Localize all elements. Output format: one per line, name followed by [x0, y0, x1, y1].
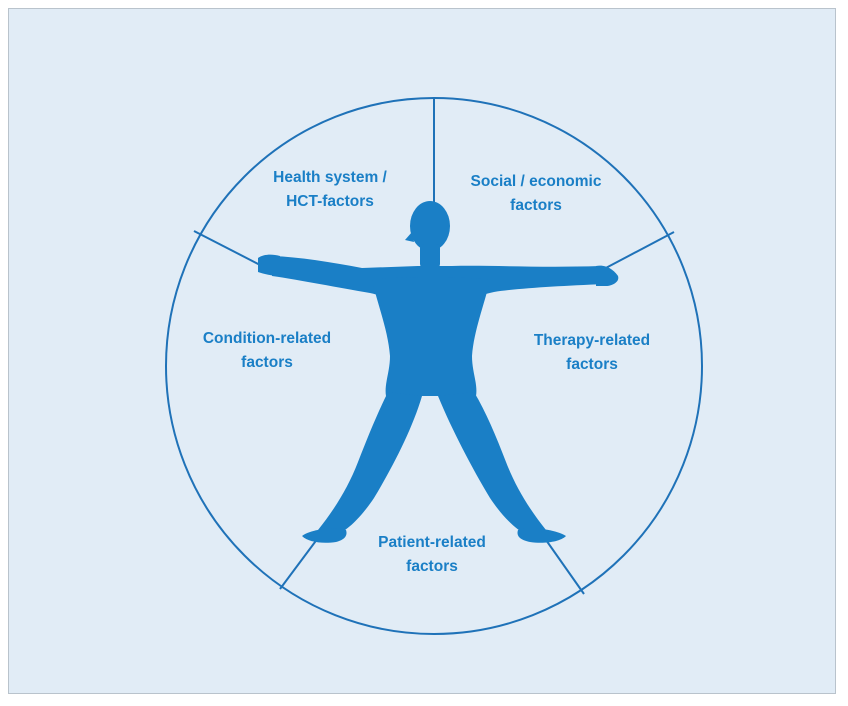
patient-related-label-line2: factors	[406, 558, 458, 575]
therapy-related-label-line1: Therapy-related	[534, 332, 650, 349]
condition-related-label-line1: Condition-related	[203, 330, 331, 347]
social-economic-label-line2: factors	[510, 197, 562, 214]
condition-related-label-line2: factors	[241, 354, 293, 371]
human-figure-icon	[258, 201, 619, 543]
health-system-label-line1: Health system /	[273, 169, 387, 186]
divider-right	[601, 231, 675, 271]
health-system-label-line2: HCT-factors	[286, 193, 374, 210]
patient-related-label-line1: Patient-related	[378, 534, 486, 551]
divider-bottom-right	[545, 539, 585, 595]
divider-bottom-left	[279, 537, 319, 590]
social-economic-label-line1: Social / economic	[471, 173, 602, 190]
therapy-related-label-line2: factors	[566, 356, 618, 373]
divider-left	[193, 230, 267, 269]
